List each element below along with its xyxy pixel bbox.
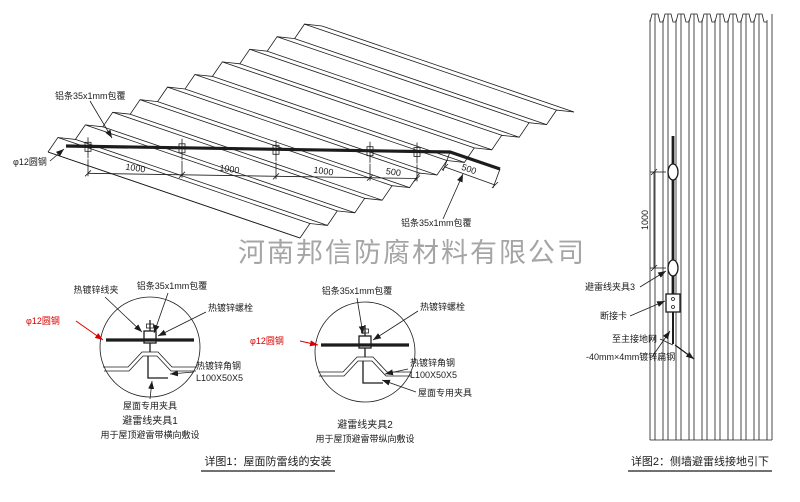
leader-line — [356, 297, 365, 335]
aluminum-strip-label: 铝条35x1mm包覆 — [55, 90, 126, 101]
roof-valley-line — [184, 88, 438, 176]
wire-clip-label: 热镀锌线夹 — [73, 284, 118, 295]
roof-bottom-edge — [47, 151, 301, 239]
angle-steel-label: 热镀锌角钢 — [196, 360, 241, 371]
detail2-subtitle: 用于屋顶避雷带纵向敷设 — [315, 433, 414, 444]
angle-steel-label: 热镀锌角钢 — [410, 357, 455, 368]
flat-steel-label: -40mm×4mm镀锌扁钢 — [586, 351, 675, 362]
wall-elevation-view: 1000 避雷线夹具3 断接卡 至主接地网 -40mm×4mm镀锌扁钢 — [585, 13, 773, 441]
disconnect-bolt — [671, 305, 675, 309]
wall-clamp — [667, 163, 679, 181]
dimension-label-500: 500 — [385, 166, 401, 178]
roof-ridge-line — [222, 61, 475, 149]
roof-wire-clamps — [84, 137, 421, 182]
roof-valley-line — [157, 101, 410, 188]
wall-top-profile — [649, 13, 767, 23]
roof-profile-near — [47, 23, 323, 153]
dim-tick — [650, 168, 658, 176]
disconnect-card — [665, 293, 681, 313]
roof-clamp-label: 屋面专用夹具 — [418, 387, 472, 398]
bolt-label: 热镀锌螺栓 — [208, 302, 253, 313]
round-steel-label-red: φ12圆钢 — [250, 335, 284, 346]
roof-valley-line — [75, 139, 328, 226]
roof-ridge-line — [304, 23, 557, 111]
leader-line — [372, 310, 419, 341]
roof-clamp-label: 屋面专用夹具 — [123, 400, 177, 411]
detail2-clamp-view: 铝条35x1mm包覆 热镀锌螺栓 φ12圆钢 热镀锌角钢 L100X50X5 屋… — [250, 285, 472, 444]
roof-ridge-line — [57, 137, 311, 224]
aluminum-strip-label: 铝条35x1mm包覆 — [137, 280, 208, 291]
roof-ridge-line — [249, 48, 502, 136]
leader-line — [639, 270, 667, 288]
roof-top-edge — [321, 25, 575, 113]
dimension-label-1000: 1000 — [219, 163, 240, 176]
leader-line — [442, 173, 464, 220]
dim-tick — [491, 181, 499, 189]
leader-line — [651, 330, 671, 358]
leader-line — [381, 379, 417, 393]
roof-isometric-view: 1000 1000 1000 500 500 铝条35x1mm包覆 φ12圆钢 … — [13, 23, 575, 239]
round-steel-label: φ12圆钢 — [13, 156, 47, 167]
aluminum-strip-label: 铝条35x1mm包覆 — [322, 285, 393, 296]
detail2-title: 避雷线夹具2 — [337, 418, 393, 431]
roof-ridge-line — [167, 86, 420, 174]
roof-valley-line — [294, 38, 547, 125]
dimension-label-1000: 1000 — [125, 162, 146, 175]
bolt-label: 热镀锌螺栓 — [420, 301, 465, 312]
company-watermark: 河南邦信防腐材料有限公司 — [238, 238, 586, 268]
clamp-assembly-detail2 — [313, 300, 417, 404]
leader-line — [89, 100, 113, 139]
roof-valley-line — [239, 63, 492, 151]
wall-clamp — [667, 259, 679, 277]
dim-extension-line — [492, 168, 501, 189]
roof-ridge-line — [112, 111, 365, 199]
detail1-subtitle: 用于屋顶避雷带横向敷设 — [100, 429, 199, 440]
wall-corrugation-lines — [649, 13, 773, 441]
roof-valley-line — [267, 50, 520, 138]
disconnect-bolt — [671, 297, 675, 301]
roof-corrugation-lines — [47, 23, 575, 239]
caption-detail1: 详图1：屋面防雷线的安装 — [204, 454, 331, 468]
dim-tick — [650, 264, 658, 272]
leader-line-red — [75, 320, 104, 341]
leader-line — [148, 380, 155, 400]
detail1-title: 避雷线夹具1 — [122, 414, 178, 427]
roof-valley-line — [212, 76, 465, 163]
leader-line — [659, 338, 674, 346]
wall-clamp-label: 避雷线夹具3 — [585, 281, 635, 292]
leader-line — [49, 148, 65, 162]
dimension-line — [444, 166, 496, 186]
to-ground-arrow — [674, 344, 695, 360]
dimension-label-1000: 1000 — [313, 165, 334, 178]
figure-captions: 详图1：屋面防雷线的安装 详图2：侧墙避雷线接地引下 — [201, 454, 772, 472]
leader-line — [153, 292, 169, 334]
leader-line — [104, 296, 143, 333]
roof-ridge-line — [276, 36, 530, 124]
to-ground-label: 至主接地网 — [612, 333, 657, 344]
leader-line — [157, 311, 207, 337]
leader-line — [629, 300, 666, 317]
dimension-label-1000: 1000 — [640, 210, 650, 230]
roof-ridge-line — [194, 74, 448, 161]
aluminum-strip-label: 铝条35x1mm包覆 — [401, 217, 472, 228]
leader-line-red — [299, 340, 319, 347]
leader-line — [384, 368, 409, 376]
roof-ridge-line — [85, 124, 338, 212]
dim-tick — [441, 163, 449, 171]
dimension-label-500: 500 — [460, 162, 477, 176]
caption-detail2: 详图2：侧墙避雷线接地引下 — [631, 454, 769, 468]
disconnect-card-label: 断接卡 — [600, 310, 627, 321]
clamp-assembly-detail1 — [98, 295, 202, 399]
angle-steel-size-label: L100X50X5 — [196, 373, 243, 383]
dimension-line — [87, 172, 418, 179]
roof-ridge-line — [139, 99, 393, 187]
detail1-clamp-view: 热镀锌线夹 铝条35x1mm包覆 热镀锌螺栓 φ12圆钢 热镀锌角钢 L100X… — [26, 280, 253, 440]
roof-profile-far — [299, 109, 575, 239]
angle-steel-size-label: L100X50X5 — [410, 370, 457, 380]
leader-line — [169, 370, 195, 377]
roof-valley-line — [130, 113, 383, 201]
roof-valley-line — [102, 126, 355, 214]
round-steel-label-red: φ12圆钢 — [26, 315, 60, 326]
